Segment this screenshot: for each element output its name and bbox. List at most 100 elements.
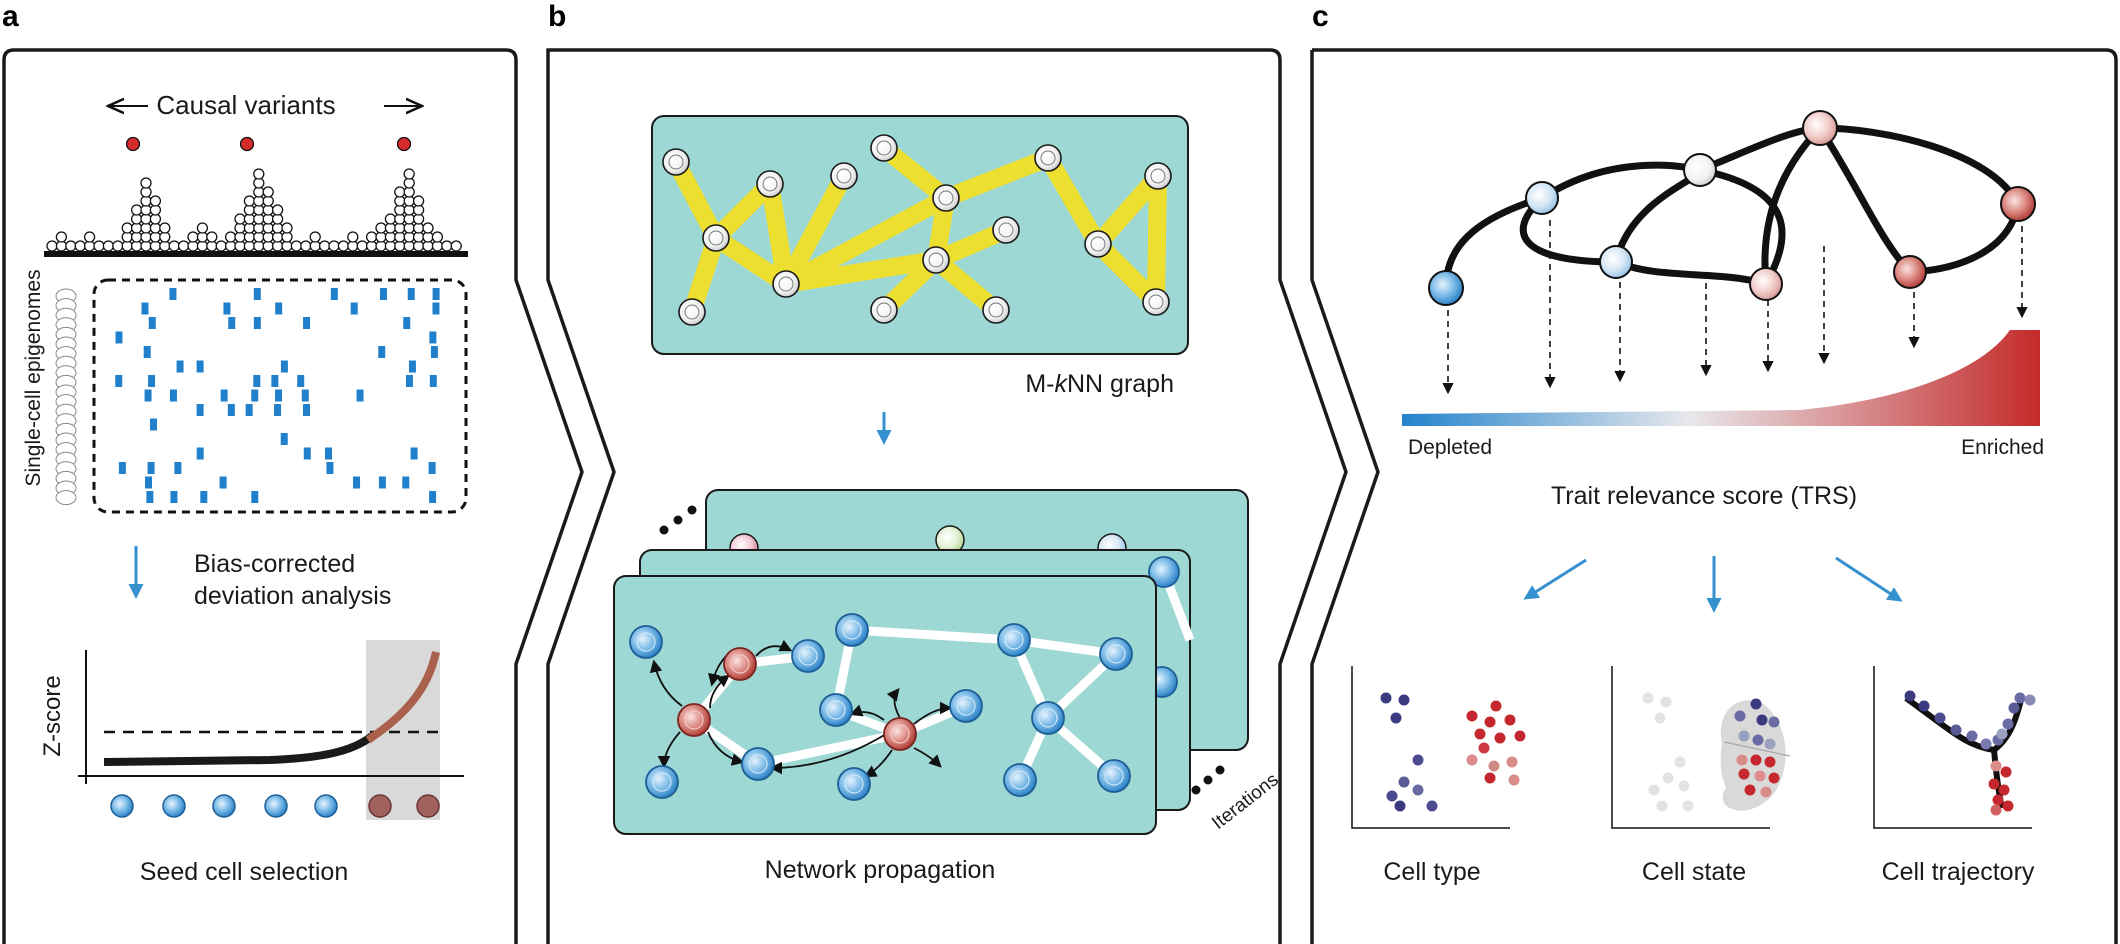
- cell-dot: [1504, 714, 1516, 726]
- graph-node-core: [762, 176, 778, 192]
- accessible-peak: [196, 360, 204, 373]
- plot-axes: [1873, 666, 2032, 829]
- graph-node-core: [708, 230, 724, 246]
- cell-icon: [55, 490, 77, 506]
- accessible-peak: [146, 491, 154, 503]
- state-divider: [1723, 741, 1791, 757]
- cell-dot: [1484, 716, 1496, 728]
- accessible-peak: [176, 360, 184, 373]
- graph-edge: [1089, 167, 1167, 253]
- graph-node: [678, 298, 706, 326]
- cell-dot: [1654, 712, 1666, 724]
- variant-circle: [243, 195, 256, 207]
- cell-row: [110, 794, 440, 818]
- cell-dot: [1966, 730, 1978, 742]
- accessible-peak: [280, 360, 288, 373]
- accessible-peak: [280, 433, 288, 445]
- variant-circle: [318, 240, 331, 252]
- graph-node-core: [1038, 708, 1058, 728]
- variant-circle: [271, 204, 284, 216]
- accessible-peak: [141, 302, 149, 315]
- graph-node: [756, 170, 784, 198]
- plot-axes: [1351, 666, 1510, 829]
- cell-trajectory-plot: [1873, 666, 2036, 829]
- graph-node: [1148, 556, 1180, 588]
- variant-circle: [93, 240, 105, 252]
- graph-node-core: [748, 754, 768, 774]
- graph-node: [1003, 763, 1037, 797]
- trs-title: Trait relevance score (TRS): [1551, 482, 1857, 510]
- graph-node-core: [1004, 630, 1024, 650]
- accessible-peak: [356, 389, 364, 402]
- graph-edge: [761, 175, 795, 293]
- cell-dot: [1934, 712, 1946, 724]
- ellipsis-dot: [1215, 765, 1225, 775]
- graph-node: [870, 134, 898, 162]
- propagation-arrow: [657, 731, 681, 769]
- cell-dot: [1756, 714, 1768, 726]
- accessible-peak: [143, 346, 151, 358]
- accessible-peak: [378, 476, 386, 489]
- graph-node-core: [928, 252, 944, 268]
- cell-dot: [1508, 774, 1520, 786]
- panel-c-frame: [1310, 48, 2118, 944]
- cell-dot: [2014, 692, 2026, 704]
- accessible-peak: [430, 346, 438, 358]
- graph-node: [1749, 267, 1783, 301]
- graph-node-core: [956, 696, 976, 716]
- cell-trajectory-dots: [1904, 690, 2036, 816]
- variant-circle: [384, 213, 397, 225]
- graph-node: [922, 246, 950, 274]
- graph-node: [837, 767, 871, 801]
- cell-dot: [1662, 772, 1674, 784]
- cell-dot: [1426, 800, 1438, 812]
- variant-circle: [394, 186, 406, 198]
- cell-dot: [1466, 754, 1478, 766]
- graph-edge: [777, 189, 955, 293]
- variant-circle: [365, 231, 378, 243]
- accessible-peak: [220, 389, 228, 402]
- cell-dot: [1412, 784, 1424, 796]
- cell-dot: [1674, 756, 1686, 768]
- variant-circle: [55, 231, 68, 243]
- graph-node: [702, 224, 730, 252]
- variant-circle: [347, 231, 359, 243]
- cell-dot: [1478, 742, 1490, 754]
- variant-circle: [112, 240, 124, 252]
- accessible-peak: [408, 360, 416, 373]
- propagation-arrow: [913, 747, 942, 768]
- graph-node-core: [652, 772, 672, 792]
- trs-gradient-wedge: [1402, 330, 2040, 426]
- graph-node: [645, 765, 679, 799]
- graph-node-core: [844, 774, 864, 794]
- variant-circle: [328, 240, 340, 252]
- cell-dot: [2002, 718, 2014, 730]
- seed-cell-icon: [416, 794, 440, 818]
- accessible-peak: [227, 404, 235, 416]
- accessible-peak: [350, 302, 358, 315]
- accessible-peak: [169, 288, 177, 300]
- accessible-peak: [297, 375, 305, 387]
- cell-dot: [1736, 754, 1748, 766]
- graph-node: [1802, 110, 1838, 146]
- graph-node-core: [1040, 150, 1056, 166]
- variant-circle: [102, 240, 115, 252]
- propagation-arrow: [755, 639, 793, 657]
- accessible-peak: [271, 375, 279, 387]
- down-left-arrow-icon: [1523, 558, 1587, 600]
- graph-node: [982, 296, 1010, 324]
- accessible-peak: [170, 491, 178, 503]
- cell-dot: [1660, 696, 1672, 708]
- variant-circle: [83, 231, 96, 243]
- variant-circle: [300, 240, 312, 252]
- accessible-peak: [301, 389, 309, 402]
- accessible-peak: [325, 447, 333, 460]
- accessible-peak: [219, 476, 227, 489]
- panel-a-frame: [2, 48, 584, 944]
- cell-dot: [2002, 800, 2014, 812]
- graph-node-core: [1104, 766, 1124, 786]
- causal-variant-dot: [239, 136, 255, 152]
- variant-circle: [215, 240, 227, 252]
- cell-dot: [1752, 734, 1764, 746]
- accessible-peak: [402, 476, 410, 489]
